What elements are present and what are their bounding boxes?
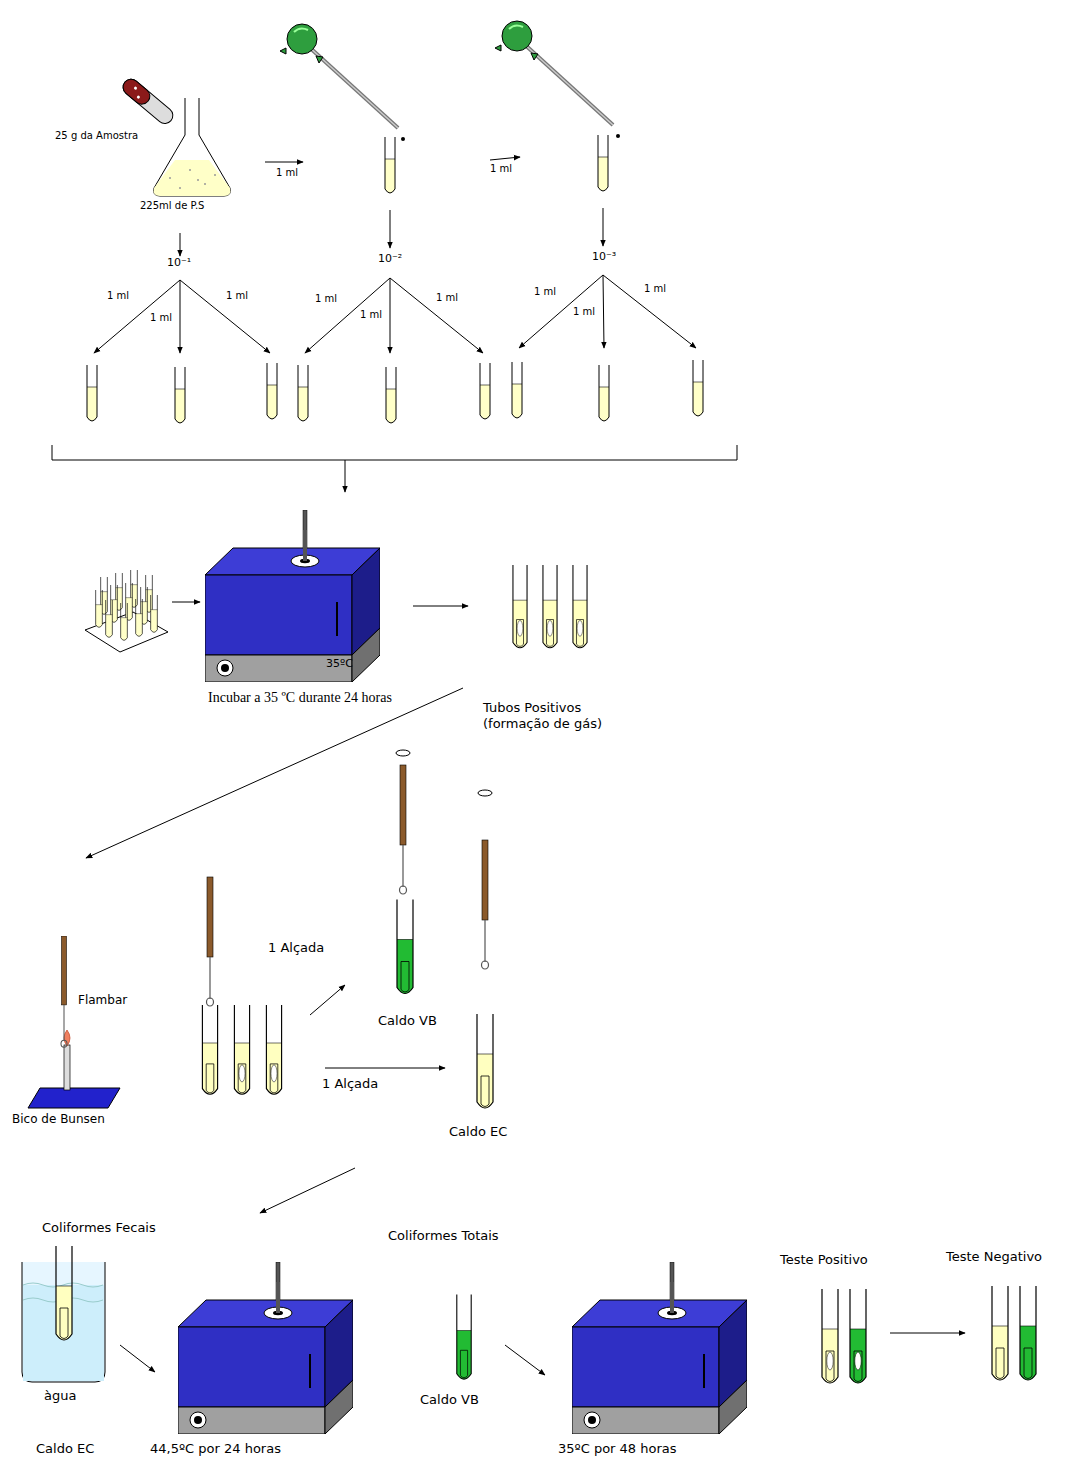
dilution-label: 10⁻¹	[167, 256, 191, 269]
diluent-label: 225ml de P.S	[140, 200, 204, 212]
step-label: 35ºC por 48 horas	[558, 1441, 677, 1457]
step-label: Tubos Positivos (formação de gás)	[483, 700, 623, 731]
step-label: Caldo VB	[420, 1392, 479, 1408]
step-label: Caldo EC	[36, 1441, 94, 1457]
dilution-label: 10⁻³	[592, 250, 616, 263]
dilution-label: 10⁻²	[378, 252, 402, 265]
step-label: Flambar	[78, 993, 127, 1007]
volume-label: 1 ml	[360, 309, 382, 321]
volume-label: 1 ml	[644, 283, 666, 295]
volume-label: 1 ml	[573, 306, 595, 318]
volume-label: 1 ml	[490, 163, 512, 175]
step-label: Caldo EC	[449, 1124, 507, 1140]
bracket	[52, 445, 737, 460]
step-label: Teste Negativo	[946, 1249, 1042, 1265]
step-label: Coliformes Totais	[388, 1228, 499, 1244]
step-label: Caldo VB	[378, 1013, 437, 1029]
step-label: 1 Alçada	[322, 1076, 378, 1092]
step-label: Incubar a 35 ºC durante 24 horas	[208, 690, 403, 707]
volume-label: 1 ml	[150, 312, 172, 324]
sample-capsule	[120, 76, 176, 127]
flask-dots	[169, 169, 216, 189]
volume-label: 1 ml	[276, 167, 298, 179]
step-label: 1 Alçada	[268, 940, 324, 956]
step-label: Coliformes Fecais	[42, 1220, 156, 1236]
step-label: Teste Positivo	[780, 1252, 868, 1268]
dilution-tubes	[87, 360, 703, 423]
step-label: 44,5ºC por 24 horas	[150, 1441, 281, 1457]
volume-label: 1 ml	[436, 292, 458, 304]
step-label: àgua	[44, 1388, 76, 1404]
flask	[154, 98, 231, 196]
flask-liquid	[154, 160, 231, 196]
volume-label: 1 ml	[226, 290, 248, 302]
sample-label: 25 g da Amostra	[55, 130, 138, 142]
step-label: Bico de Bunsen	[12, 1112, 105, 1126]
volume-label: 1 ml	[315, 293, 337, 305]
tube-rack	[85, 570, 168, 652]
bunsen-base	[28, 1088, 120, 1108]
volume-label: 1 ml	[534, 286, 556, 298]
arrows	[86, 157, 965, 1375]
incubator-panel: 35ºC	[326, 657, 355, 670]
volume-label: 1 ml	[107, 290, 129, 302]
temperature-label: 35ºC	[326, 657, 355, 670]
